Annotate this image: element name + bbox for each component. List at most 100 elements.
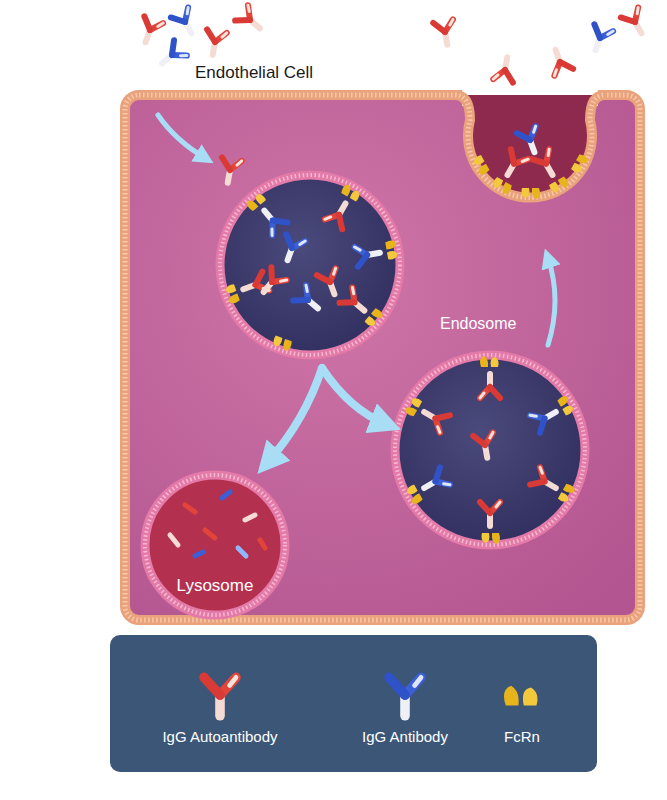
illustration-line	[195, 552, 203, 556]
illustration-use	[136, 16, 163, 45]
illustration-use	[546, 46, 573, 75]
illustration-line	[238, 548, 246, 556]
illustration-g	[223, 284, 240, 305]
illustration-use	[504, 686, 537, 706]
illustration-g	[385, 240, 399, 260]
illustration-g	[481, 533, 500, 544]
illustration-circle	[395, 355, 585, 545]
illustration-rect	[125, 95, 640, 620]
illustration-rect	[110, 635, 597, 772]
illustration-use	[517, 126, 544, 155]
legend-text: IgG Antibody	[340, 728, 470, 745]
node-label: Endothelial Cell	[195, 63, 415, 83]
illustration-use	[480, 374, 500, 398]
illustration-g	[480, 374, 500, 398]
illustration-use	[491, 177, 513, 196]
illustration-use	[586, 24, 613, 53]
illustration-use	[419, 467, 450, 496]
illustration-use	[404, 484, 423, 506]
illustration-g	[530, 467, 561, 496]
compartment-label: Endosome	[440, 315, 517, 333]
illustration-g	[419, 403, 450, 432]
illustration-g	[549, 176, 571, 195]
illustration-path	[322, 368, 386, 424]
illustration-line	[205, 530, 215, 538]
lysosome-circle: Lysosome	[140, 470, 290, 620]
illustration-line	[260, 540, 265, 548]
illustration-use	[204, 677, 236, 715]
illustration-use	[557, 394, 576, 416]
illustration-g	[571, 153, 590, 175]
illustration-g	[355, 243, 382, 267]
illustration-use	[256, 267, 287, 298]
illustration-use	[480, 356, 499, 367]
illustration-path	[455, 95, 605, 198]
illustration-g	[419, 467, 450, 496]
illustration-use	[385, 240, 399, 260]
illustration-g	[480, 356, 499, 367]
illustration-line	[170, 535, 178, 545]
illustration-g	[557, 394, 576, 416]
illustration-line	[185, 505, 195, 512]
illustration-g	[499, 149, 528, 180]
illustration-g	[340, 288, 371, 319]
illustration-use	[530, 403, 561, 432]
illustration-circle	[395, 355, 585, 545]
illustration-use	[493, 55, 517, 82]
legend-text: FcRn	[472, 728, 572, 745]
illustration-g	[325, 199, 354, 230]
illustration-use	[278, 234, 305, 263]
illustration-use	[549, 176, 571, 195]
illustration-g	[491, 177, 513, 196]
illustration-use	[621, 7, 650, 38]
illustration-g	[530, 403, 561, 432]
illustration-use	[389, 677, 421, 715]
illustration-g	[480, 502, 500, 526]
illustration-g	[521, 188, 540, 199]
illustration-path	[455, 95, 605, 198]
illustration-line	[245, 515, 255, 520]
illustration-use	[471, 155, 490, 177]
illustration-path	[548, 258, 555, 345]
illustration-use	[355, 243, 382, 267]
illustration-g	[272, 335, 293, 352]
illustration-g	[404, 484, 423, 506]
illustration-circle	[220, 175, 400, 355]
node-label: Lysosome	[140, 576, 290, 596]
illustration-line	[222, 492, 230, 498]
illustration-use	[433, 19, 457, 46]
illustration-rect	[125, 95, 640, 620]
illustration-use	[558, 483, 577, 505]
illustration-path	[268, 368, 322, 462]
illustration-g	[340, 183, 362, 202]
illustration-use	[340, 288, 371, 319]
illustration-use	[171, 7, 200, 38]
illustration-g	[471, 155, 490, 177]
illustration-use	[293, 285, 324, 316]
illustration-use	[156, 40, 187, 71]
illustration-use	[480, 502, 500, 526]
illustration-use	[571, 153, 590, 175]
illustration-use	[521, 188, 540, 199]
illustration-use	[530, 467, 561, 496]
illustration-g	[257, 204, 288, 235]
illustration-use	[235, 5, 266, 36]
legend-text: IgG Autoantibody	[135, 728, 305, 745]
illustration-g	[404, 396, 423, 418]
illustration-use	[325, 199, 354, 230]
illustration-g	[558, 483, 577, 505]
illustration-use	[340, 183, 362, 202]
illustration-use	[473, 432, 497, 459]
illustration-use	[419, 403, 450, 432]
illustration-circle	[220, 175, 400, 355]
illustration-use	[223, 284, 240, 305]
illustration-use	[272, 335, 293, 352]
illustration-use	[218, 157, 242, 184]
illustration-use	[317, 268, 344, 297]
illustration-use	[481, 533, 500, 544]
illustration-use	[499, 149, 528, 180]
illustration-use	[257, 204, 288, 235]
illustration-path	[158, 115, 205, 158]
illustration-use	[404, 396, 423, 418]
